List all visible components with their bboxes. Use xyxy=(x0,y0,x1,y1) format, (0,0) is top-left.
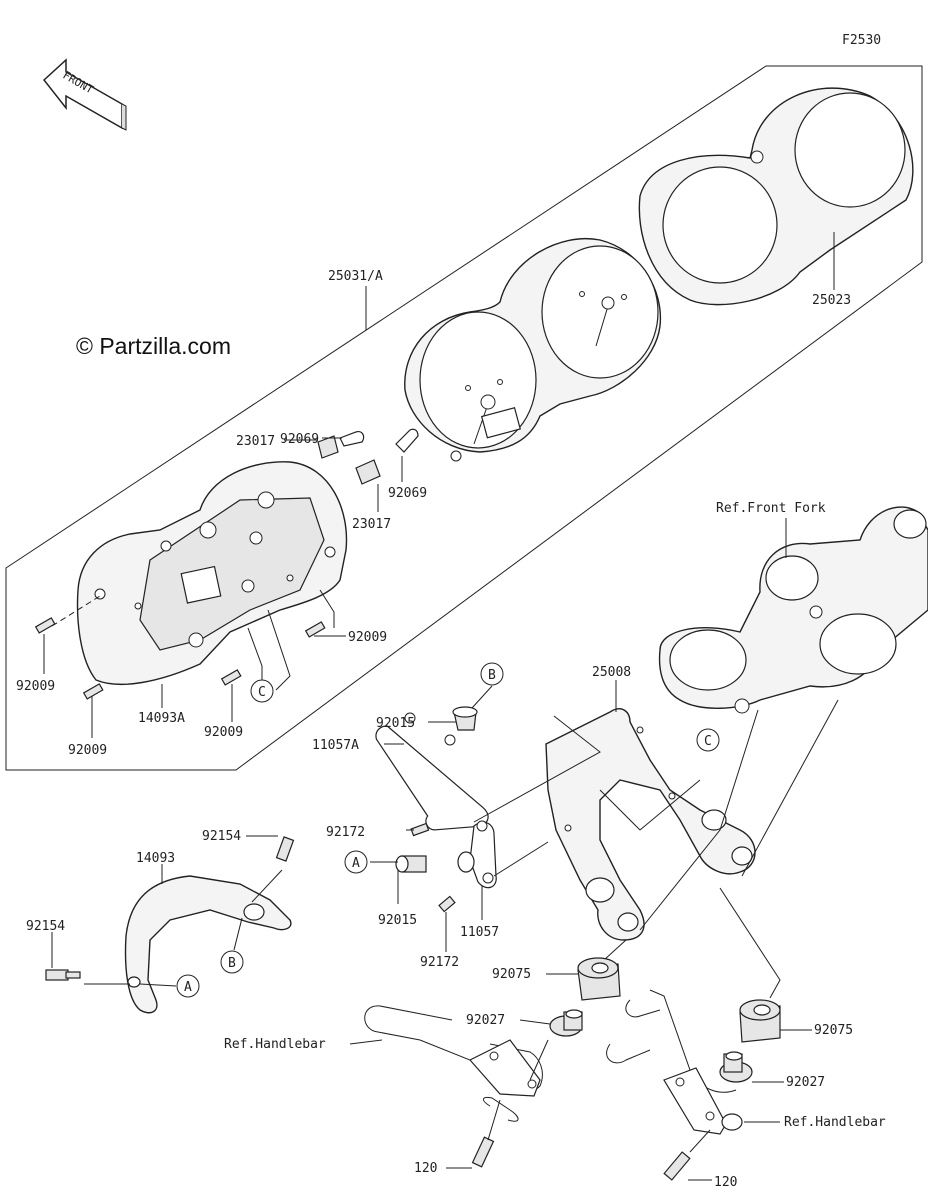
callout-a-center-label: A xyxy=(352,856,360,871)
label-23017-right: 23017 xyxy=(352,517,391,532)
bolt-120-left xyxy=(471,1136,495,1168)
bulb-92069-mid xyxy=(395,428,419,453)
screw-92009-right xyxy=(304,621,326,638)
label-92027-right: 92027 xyxy=(786,1075,825,1090)
callout-b-top xyxy=(480,662,504,686)
collar-92027-right xyxy=(719,1051,753,1083)
screw-92154-top xyxy=(275,836,295,862)
leader-lines-middle xyxy=(370,680,839,999)
label-92009-left: 92009 xyxy=(16,679,55,694)
callout-a-center xyxy=(344,850,368,874)
ref-front-fork: Ref.Front Fork xyxy=(716,501,826,516)
meter-bracket-25008 xyxy=(545,708,756,941)
front-arrow-icon: FRONT xyxy=(42,58,127,131)
grommet-92015-bottom xyxy=(395,855,427,873)
front-fork-upper-bracket xyxy=(658,506,928,714)
bulb-92069-top xyxy=(339,431,365,447)
meter-case-14093A xyxy=(76,461,348,686)
collar-92027-left xyxy=(549,1009,583,1037)
meter-unit-25031A xyxy=(404,238,662,462)
label-92154-top: 92154 xyxy=(202,829,241,844)
label-92172-bottom: 92172 xyxy=(420,955,459,970)
damper-92075-right xyxy=(739,999,781,1043)
cover-14093 xyxy=(124,875,292,1014)
handlebar-bracket-left xyxy=(364,1005,543,1122)
label-25023: 25023 xyxy=(812,293,851,308)
socket-23017-right xyxy=(355,459,381,485)
label-92015-top: 92015 xyxy=(376,716,415,731)
callout-c-right-label: C xyxy=(704,734,712,749)
label-11057: 11057 xyxy=(460,925,499,940)
label-120-left: 120 xyxy=(414,1161,437,1176)
callout-b-top-label: B xyxy=(488,668,496,683)
label-14093: 14093 xyxy=(136,851,175,866)
callout-a-left xyxy=(176,974,200,998)
label-92009-center: 92009 xyxy=(204,725,243,740)
leader-lines-lower-right xyxy=(349,973,812,1181)
grommet-92015-top xyxy=(452,706,478,731)
label-92009-bottom: 92009 xyxy=(68,743,107,758)
screw-92009-bottom xyxy=(82,683,104,700)
label-25008: 25008 xyxy=(592,665,631,680)
figure-code: F2530 xyxy=(842,33,881,48)
leader-lines-lower-left xyxy=(51,835,283,987)
assembly-boundary xyxy=(5,65,923,771)
label-14093A: 14093A xyxy=(138,711,185,726)
callout-b-bottom xyxy=(220,950,244,974)
damper-92075-left xyxy=(577,957,621,1001)
label-92027-left: 92027 xyxy=(466,1013,505,1028)
label-120-right: 120 xyxy=(714,1175,737,1190)
screw-92154-left xyxy=(45,969,81,981)
label-92075-right: 92075 xyxy=(814,1023,853,1038)
label-23017-left: 23017 xyxy=(236,434,275,449)
socket-23017-left xyxy=(317,435,339,459)
label-92015-bottom: 92015 xyxy=(378,913,417,928)
screw-92172-top xyxy=(410,822,430,837)
callout-c-right xyxy=(696,728,720,752)
screw-92009-left xyxy=(34,617,56,634)
bolt-120-right xyxy=(663,1151,691,1181)
label-11057A: 11057A xyxy=(312,738,359,753)
ref-handlebar-right: Ref.Handlebar xyxy=(784,1115,886,1130)
label-92154-left: 92154 xyxy=(26,919,65,934)
label-92009-right: 92009 xyxy=(348,630,387,645)
label-25031A: 25031/A xyxy=(328,269,383,284)
ref-handlebar-left: Ref.Handlebar xyxy=(224,1037,326,1052)
label-92172-top: 92172 xyxy=(326,825,365,840)
callout-a-left-label: A xyxy=(184,980,192,995)
screw-92172-bottom xyxy=(438,895,456,913)
label-92069-top: 92069 xyxy=(280,432,319,447)
screw-92009-center xyxy=(220,669,242,686)
bracket-11057 xyxy=(457,820,497,889)
watermark: © Partzilla.com xyxy=(76,333,231,359)
callout-c-left-label: C xyxy=(258,685,266,700)
callout-b-bottom-label: B xyxy=(228,956,236,971)
label-92075-left: 92075 xyxy=(492,967,531,982)
meter-cover-25023 xyxy=(638,87,914,306)
callout-c-left xyxy=(250,679,274,703)
handlebar-bracket-right xyxy=(606,989,743,1135)
label-92069-mid: 92069 xyxy=(388,486,427,501)
